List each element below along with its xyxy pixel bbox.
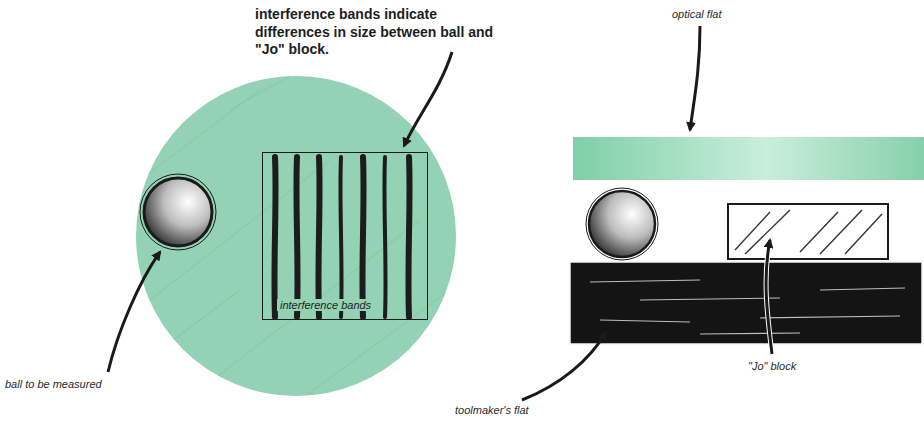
interference-bands [263, 153, 429, 321]
leader-halo [766, 240, 772, 354]
leader-arrow [404, 52, 452, 146]
leader-arrow [690, 26, 700, 130]
part-label: ball to be measured [5, 378, 102, 391]
ball-outline [586, 188, 658, 260]
interference-band [318, 157, 319, 317]
toolmakers-flat-texture [590, 280, 905, 334]
part-label: optical flat [672, 8, 722, 21]
part-label: "Jo" block [748, 360, 796, 373]
eyepiece-field [136, 76, 456, 396]
ball-outline [140, 174, 216, 250]
toolmakers-flat [570, 262, 922, 344]
interference-band [274, 157, 275, 317]
leader-arrow [108, 252, 160, 372]
optical-flat [573, 137, 924, 180]
interference-band [362, 157, 363, 317]
interference-band [384, 157, 385, 317]
part-label: toolmaker's flat [455, 404, 529, 417]
field-texture [140, 70, 450, 400]
callout-note: interference bands indicate differences … [255, 6, 505, 59]
interference-band [408, 157, 409, 317]
jo-block-hatching [735, 210, 882, 254]
leader-arrow [766, 240, 772, 354]
ball [144, 178, 212, 246]
toolmakers-flat-edge [570, 262, 922, 344]
band-label: interference bands [277, 299, 374, 311]
jo-block [728, 204, 888, 259]
ball [589, 191, 655, 257]
interference-band [296, 157, 297, 317]
interference-band [340, 157, 341, 317]
leader-arrow [522, 332, 606, 400]
band-window: interference bands [262, 152, 428, 320]
